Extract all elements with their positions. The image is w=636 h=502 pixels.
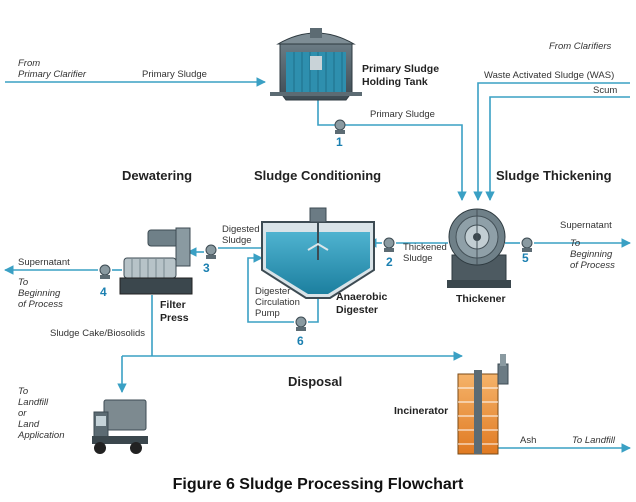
- supernatant-left-label: Supernatant: [18, 257, 70, 268]
- circulation-pump-line2: Circulation: [255, 297, 300, 308]
- incinerator-label: Incinerator: [394, 405, 448, 417]
- supernatant-right-label: Supernatant: [560, 220, 612, 231]
- incinerator: [457, 354, 509, 455]
- thickened-sludge-line2: Sludge: [403, 253, 433, 264]
- circulation-pump-line1: Digester: [255, 286, 290, 297]
- section-sludge-thickening: Sludge Thickening: [496, 168, 612, 183]
- to-landfill-left-line4: Land: [18, 419, 40, 430]
- to-beginning-right-line1: To: [570, 238, 580, 249]
- filter-press-label-line1: Filter: [160, 299, 186, 311]
- digester-label-line1: Anaerobic: [336, 291, 388, 303]
- sludge-cake-label: Sludge Cake/Biosolids: [50, 328, 145, 339]
- primary-sludge-holding-tank: [270, 28, 362, 101]
- to-landfill-left-line5: Application: [17, 430, 64, 441]
- primary-tank-label-line2: Holding Tank: [362, 76, 428, 88]
- thickener: [447, 208, 511, 288]
- to-beginning-right-line3: of Process: [570, 260, 615, 271]
- to-beginning-left-line3: of Process: [18, 299, 63, 310]
- section-dewatering: Dewatering: [122, 168, 192, 183]
- figure-caption: Figure 6 Sludge Processing Flowchart: [172, 476, 464, 493]
- pump-6: [295, 316, 307, 331]
- to-landfill-left-line1: To: [18, 386, 28, 397]
- pump-number-2: 2: [386, 255, 393, 269]
- to-beginning-right-line2: Beginning: [570, 249, 613, 260]
- was-label: Waste Activated Sludge (WAS): [484, 70, 614, 81]
- pump-number-4: 4: [100, 285, 107, 299]
- anaerobic-digester: [261, 207, 375, 299]
- digested-sludge-line2: Sludge: [222, 235, 252, 246]
- from-primary-clarifier-line1: From: [18, 58, 40, 69]
- thickened-sludge-line1: Thickened: [403, 242, 447, 253]
- ash-label: Ash: [520, 435, 536, 446]
- disposal-truck: [92, 399, 148, 454]
- section-sludge-conditioning: Sludge Conditioning: [254, 168, 381, 183]
- filter-press: [119, 227, 193, 295]
- to-beginning-left-line1: To: [18, 277, 28, 288]
- to-landfill-left-line3: or: [18, 408, 27, 419]
- to-landfill-right-label: To Landfill: [572, 435, 616, 446]
- primary-sludge-in-label: Primary Sludge: [142, 69, 207, 80]
- from-clarifiers-label: From Clarifiers: [549, 41, 612, 52]
- pump-number-3: 3: [203, 261, 210, 275]
- scum-label: Scum: [593, 85, 617, 96]
- primary-sludge-out-label: Primary Sludge: [370, 109, 435, 120]
- from-primary-clarifier-line2: Primary Clarifier: [18, 69, 87, 80]
- pump-2: [383, 237, 395, 252]
- pump-1: [334, 119, 346, 134]
- pipes: [4, 77, 631, 453]
- section-disposal: Disposal: [288, 374, 342, 389]
- pump-number-1: 1: [336, 135, 343, 149]
- to-landfill-left-line2: Landfill: [18, 397, 49, 408]
- thickener-label: Thickener: [456, 293, 506, 305]
- filter-press-label-line2: Press: [160, 312, 189, 324]
- pump-3: [205, 244, 217, 259]
- digested-sludge-line1: Digested: [222, 224, 260, 235]
- digester-label-line2: Digester: [336, 304, 378, 316]
- circulation-pump-line3: Pump: [255, 308, 280, 319]
- pump-4: [99, 264, 111, 279]
- to-beginning-left-line2: Beginning: [18, 288, 61, 299]
- pump-5: [521, 237, 533, 252]
- pump-number-5: 5: [522, 251, 529, 265]
- pump-number-6: 6: [297, 334, 304, 348]
- primary-tank-label-line1: Primary Sludge: [362, 63, 439, 75]
